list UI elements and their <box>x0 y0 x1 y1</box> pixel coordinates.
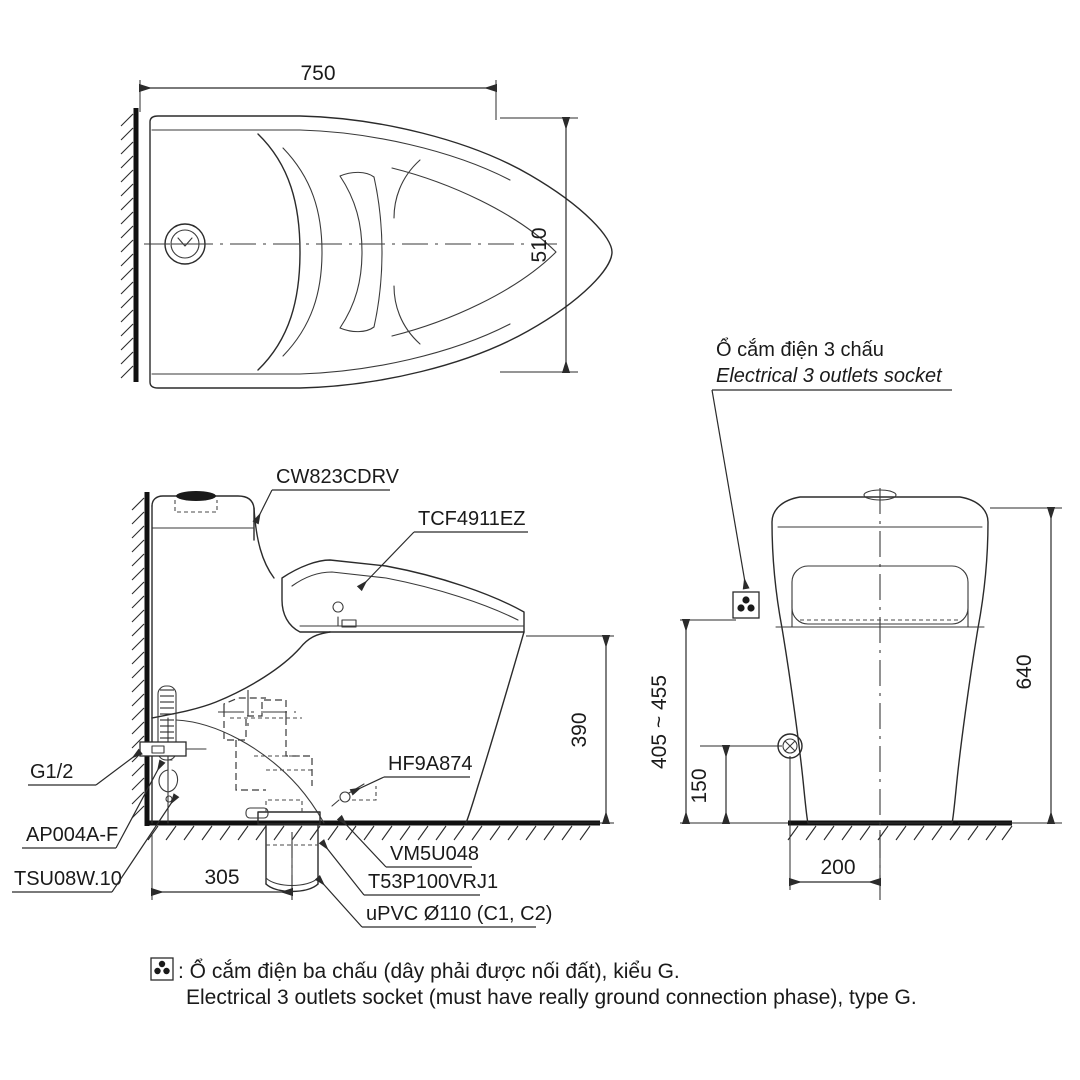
side-view-drain-assembly <box>245 799 321 900</box>
side-view-floor <box>147 820 600 841</box>
dimension-150-text: 150 <box>688 768 711 803</box>
dimension-305-text: 305 <box>204 866 239 889</box>
callout-upvc: uPVC Ø110 (C1, C2) <box>314 874 552 928</box>
socket-note: Ổ cắm điện 3 chấu Electrical 3 outlets s… <box>711 337 952 590</box>
callout-vm5u048: VM5U048 <box>336 814 479 868</box>
dimension-405-455: 405 ~ 455 <box>648 618 788 825</box>
dimension-750: 750 <box>138 62 498 120</box>
side-view-wall <box>131 492 150 826</box>
top-view-toilet-outline <box>149 115 613 389</box>
side-view-supply-assembly <box>139 685 207 803</box>
callout-tsu08w10-text: TSU08W.10 <box>14 868 122 890</box>
dimension-200-text: 200 <box>820 856 855 879</box>
dimension-640: 640 <box>958 506 1062 825</box>
dimension-405-455-text: 405 ~ 455 <box>648 675 671 769</box>
callout-g12: G1/2 <box>28 748 143 786</box>
callout-cw823cdrv-text: CW823CDRV <box>276 466 400 488</box>
legend-line-en: Electrical 3 outlets socket (must have r… <box>186 986 917 1009</box>
front-view-floor <box>787 820 1013 841</box>
legend: : Ổ cắm điện ba chấu (dây phải được nối … <box>150 957 917 1009</box>
callout-hf9a874: HF9A874 <box>349 753 473 796</box>
dimension-510: 510 <box>500 116 578 374</box>
dimension-200: 200 <box>788 756 882 890</box>
top-view: 750 510 <box>120 62 613 389</box>
dimension-150: 150 <box>688 744 782 825</box>
callout-tcf4911ez: TCF4911EZ <box>356 508 528 592</box>
callout-g12-text: G1/2 <box>30 761 73 783</box>
callout-hf9a874-text: HF9A874 <box>388 753 473 775</box>
dimension-390-text: 390 <box>568 712 591 747</box>
callout-t53p100vrj1-text: T53P100VRJ1 <box>368 871 498 893</box>
dimension-305: 305 <box>150 834 294 900</box>
callout-tcf4911ez-text: TCF4911EZ <box>418 508 525 530</box>
callout-vm5u048-text: VM5U048 <box>390 843 479 865</box>
side-view-toilet-outline <box>151 491 525 824</box>
socket-symbol-front-view <box>732 591 760 619</box>
side-view-hose-fitting <box>331 783 377 807</box>
callout-cw823cdrv: CW823CDRV <box>252 466 400 525</box>
front-view: Ổ cắm điện 3 chấu Electrical 3 outlets s… <box>648 337 1062 900</box>
side-view: CW823CDRV TCF4911EZ HF9A874 VM5U048 <box>12 466 614 928</box>
callout-t53p100vrj1: T53P100VRJ1 <box>318 839 498 896</box>
dimension-640-text: 640 <box>1013 654 1036 689</box>
dimension-510-text: 510 <box>528 227 551 262</box>
side-view-hidden-trap <box>218 690 313 791</box>
top-view-wall <box>120 108 139 382</box>
dimension-390: 390 <box>526 634 614 825</box>
callout-upvc-text: uPVC Ø110 (C1, C2) <box>366 903 552 925</box>
callout-ap004af: AP004A-F <box>22 759 166 849</box>
callout-tsu08w10: TSU08W.10 <box>12 793 180 893</box>
legend-line-vi: : Ổ cắm điện ba chấu (dây phải được nối … <box>178 959 680 983</box>
callout-ap004af-text: AP004A-F <box>26 824 118 846</box>
dimension-750-text: 750 <box>300 62 335 85</box>
socket-note-line-en: Electrical 3 outlets socket <box>716 365 943 387</box>
socket-note-line-vi: Ổ cắm điện 3 chấu <box>716 337 884 361</box>
legend-socket-icon <box>150 957 174 981</box>
